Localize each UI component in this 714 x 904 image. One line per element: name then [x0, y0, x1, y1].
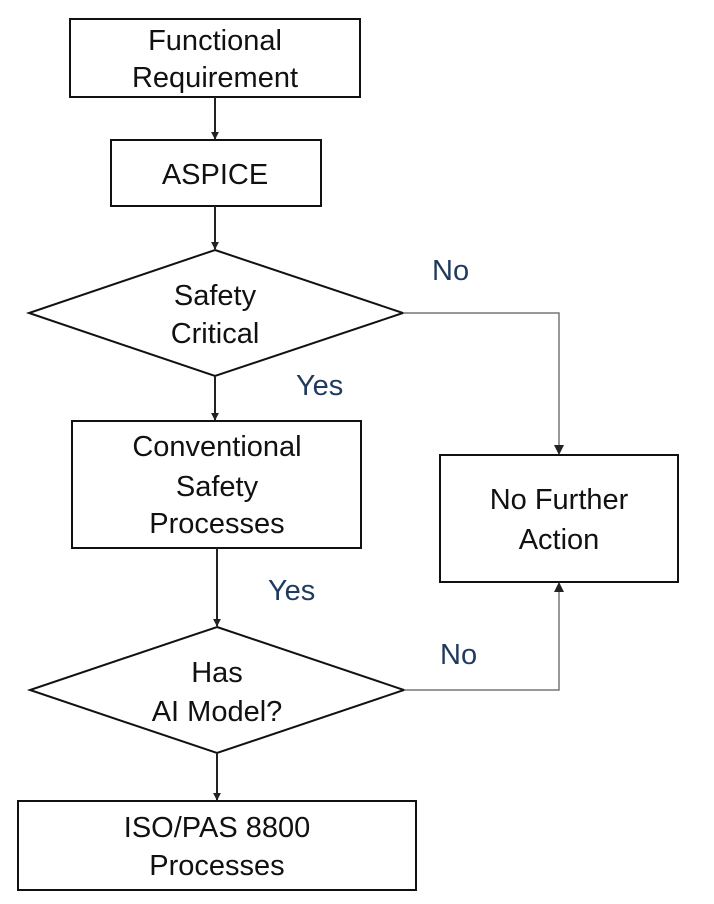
node-has-ai-model: Has AI Model? [26, 625, 408, 755]
iso-pas-8800-line-2: Processes [149, 850, 284, 882]
node-safety-critical: Safety Critical [25, 248, 407, 378]
conventional-safety-line-1: Conventional [132, 431, 301, 463]
safety-critical-line-2: Critical [171, 318, 260, 350]
node-conventional-safety-processes: Conventional Safety Processes [71, 420, 362, 549]
label-safety-yes: Yes [296, 370, 343, 402]
conventional-safety-line-2: Safety [176, 471, 259, 503]
aspice-box [110, 139, 322, 207]
safety-critical-line-1: Safety [174, 280, 257, 312]
node-no-further-action: No Further Action [439, 454, 679, 583]
safety-critical-diamond [25, 248, 407, 378]
node-iso-pas-8800: ISO/PAS 8800 Processes [17, 800, 417, 891]
has-ai-model-diamond [26, 625, 408, 755]
has-ai-model-line-2: AI Model? [152, 696, 283, 728]
iso-pas-8800-box [17, 800, 417, 891]
functional-requirement-line-2: Requirement [132, 62, 298, 94]
node-aspice: ASPICE [110, 139, 322, 207]
label-conventional-yes: Yes [268, 575, 315, 607]
node-functional-requirement: Functional Requirement [69, 18, 361, 98]
arrow-ai-no-to-no-action [404, 582, 564, 691]
has-ai-model-line-1: Has [191, 657, 243, 689]
conventional-safety-line-3: Processes [149, 508, 284, 540]
functional-requirement-line-1: Functional [148, 25, 282, 57]
functional-requirement-box [69, 18, 361, 98]
conventional-safety-box [71, 420, 362, 549]
iso-pas-8800-line-1: ISO/PAS 8800 [124, 812, 310, 844]
no-further-action-line-2: Action [519, 524, 600, 556]
aspice-label: ASPICE [162, 159, 268, 191]
label-safety-no: No [432, 255, 469, 287]
label-ai-no: No [440, 639, 477, 671]
no-further-action-line-1: No Further [490, 484, 629, 516]
no-further-action-box [439, 454, 679, 583]
arrow-safety-no-to-no-action [403, 312, 564, 455]
